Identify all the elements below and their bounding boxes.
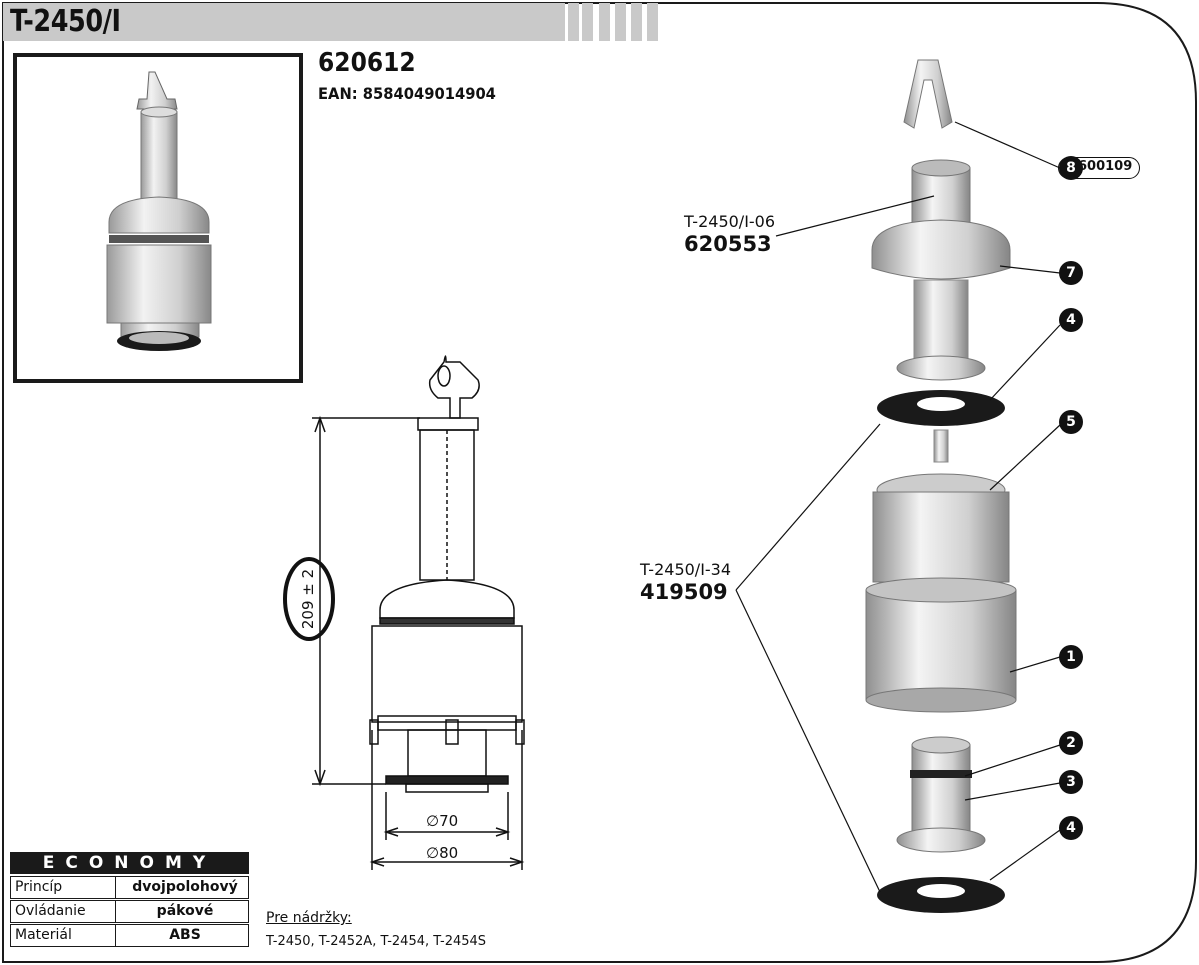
header-stripe [647,3,658,41]
part-number-badge: 5 [1059,410,1083,434]
header-stripe [582,3,593,41]
spec-row: Ovládanie pákové [10,900,249,923]
clip-part-code: 600109 [1078,159,1133,174]
part-number-badge: 7 [1059,261,1083,285]
header-stripe [631,3,642,41]
header-stripe [568,3,579,41]
spec-row: Princíp dvojpolohový [10,876,249,899]
part-number-badge: 4 [1059,308,1083,332]
product-code: 620612 [318,48,416,78]
product-photo [13,53,303,383]
inner-diameter: ∅70 [426,812,459,830]
spec-value: ABS [169,927,201,943]
product-photo-illustration [106,71,212,351]
page-title: T-2450/I [10,4,121,39]
spec-divider [115,877,116,898]
tanks-list: T-2450, T-2452A, T-2454, T-2454S [266,934,487,949]
part-code-pill [1058,157,1140,179]
spec-row: Materiál ABS [10,924,249,947]
spec-value: dvojpolohový [132,879,238,895]
header-stripe [599,3,610,41]
spec-label: Princíp [15,879,63,895]
spec-label: Materiál [15,927,72,943]
part-number-badge: 8 [1059,156,1083,180]
spec-value: pákové [156,903,214,919]
part-number-badge: 2 [1059,731,1083,755]
exploded-view [865,59,1017,913]
technical-drawing [283,355,525,870]
tanks-label: Pre nádržky: [266,910,352,926]
header-stripe [615,3,626,41]
header-bar [3,3,565,41]
spec-heading: ECONOMY [10,852,249,874]
part-number-badge: 1 [1059,645,1083,669]
float-part-code: 620553 [684,232,772,256]
spec-divider [115,901,116,922]
spec-divider [115,925,116,946]
ean-code: EAN: 8584049014904 [318,84,496,103]
outer-diameter: ∅80 [426,844,459,862]
spec-label: Ovládanie [15,903,86,919]
float-part-name: T-2450/I-06 [684,212,776,231]
seal-part-name: T-2450/I-34 [640,560,732,579]
seal-part-code: 419509 [640,580,728,604]
part-number-badge: 4 [1059,816,1083,840]
part-number-badge: 3 [1059,770,1083,794]
